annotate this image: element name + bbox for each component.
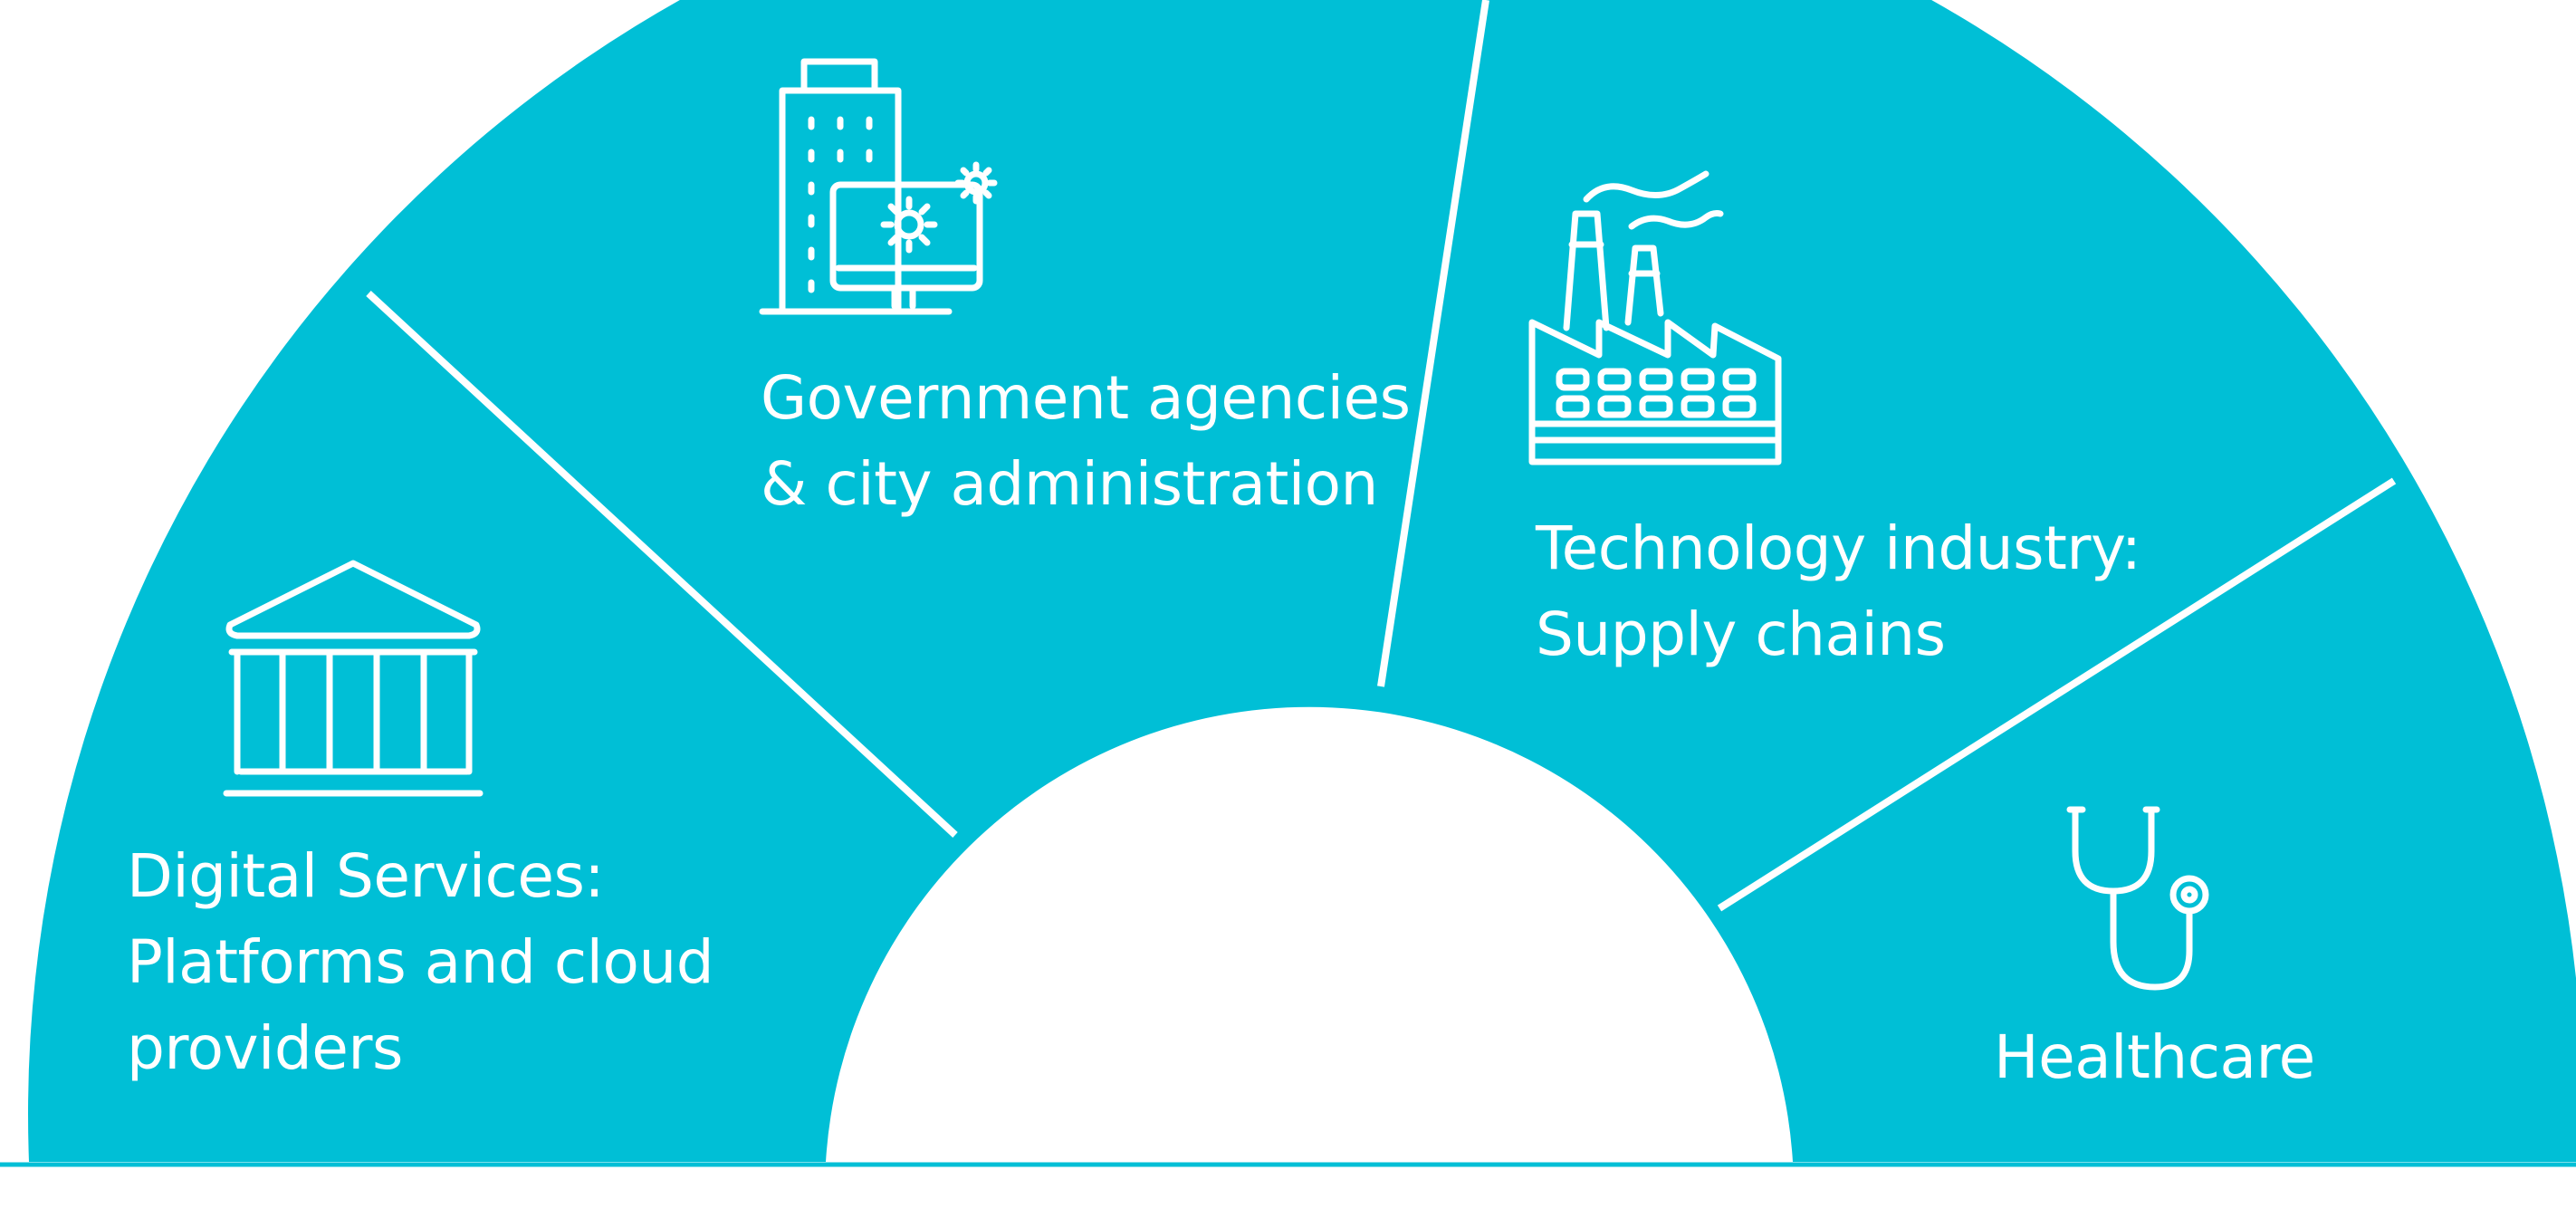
- segment-label-healthcare: Healthcare: [1994, 1014, 2315, 1100]
- stethoscope-icon: [2055, 797, 2218, 996]
- ring-band: [28, 0, 2576, 1162]
- divider-line-3: [1717, 477, 2397, 912]
- divider-line-2: [1377, 0, 1489, 687]
- segment-label-technology-industry: Technology industry: Supply chains: [1536, 505, 2141, 677]
- label-line: Technology industry:: [1536, 513, 2141, 583]
- segment-label-digital-services: Digital Services: Platforms and cloud pr…: [127, 833, 714, 1091]
- label-line: Government agencies: [761, 363, 1411, 433]
- bank-building-icon: [217, 554, 489, 808]
- label-line: Healthcare: [1994, 1022, 2315, 1092]
- label-line: & city administration: [761, 449, 1378, 519]
- label-line: Supply chains: [1536, 599, 1946, 669]
- divider-line-1: [366, 291, 958, 838]
- label-line: Platforms and cloud: [127, 927, 714, 997]
- office-building-computer-gears-icon: [759, 58, 1003, 321]
- segment-label-government-agencies: Government agencies & city administratio…: [761, 355, 1411, 527]
- factory-icon: [1525, 170, 1787, 467]
- label-line: Digital Services:: [127, 841, 605, 911]
- label-line: providers: [127, 1013, 403, 1083]
